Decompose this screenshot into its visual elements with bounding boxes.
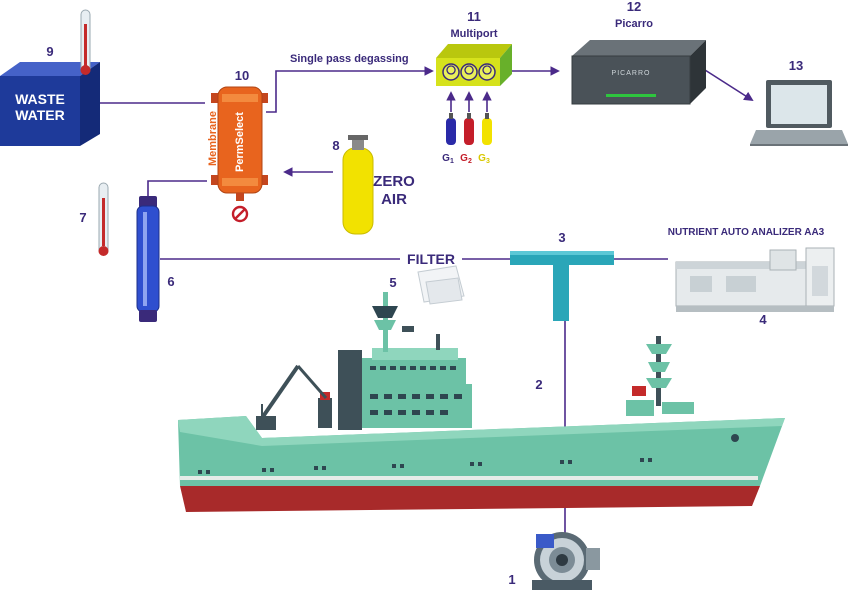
permselect-label: PermSelect bbox=[234, 112, 246, 172]
picarro-label: Picarro bbox=[615, 18, 653, 30]
nutrient-analyzer-label: NUTRIENT AUTO ANALIZER AA3 bbox=[668, 227, 825, 238]
label-number-9: 9 bbox=[46, 44, 53, 59]
gas-g3-label: G3 bbox=[478, 153, 490, 165]
tee-connector bbox=[510, 251, 614, 321]
membrane-contactor: PermSelect bbox=[211, 86, 268, 201]
research-ship bbox=[178, 292, 785, 512]
label-number-8: 8 bbox=[332, 138, 339, 153]
nutrient-analyzer bbox=[675, 247, 835, 312]
label-number-11: 11 bbox=[467, 9, 481, 24]
multiport-label: Multiport bbox=[450, 28, 497, 40]
picarro-brand-label: PICARRO bbox=[612, 70, 651, 77]
pump-icon bbox=[532, 532, 600, 590]
membrane-label: Membrane bbox=[207, 111, 219, 166]
waste-label-line2: WATER bbox=[15, 107, 65, 123]
line-membrane-to-multiport bbox=[266, 66, 434, 113]
line-picarro-to-laptop bbox=[704, 69, 754, 102]
waste-label-line1: WASTE bbox=[15, 91, 65, 107]
single-pass-label: Single pass degassing bbox=[290, 53, 409, 65]
label-number-12: 12 bbox=[627, 0, 641, 14]
label-number-13: 13 bbox=[789, 58, 803, 73]
label-number-4: 4 bbox=[759, 312, 767, 327]
label-number-5: 5 bbox=[389, 275, 396, 290]
gas-g2-label: G2 bbox=[460, 153, 472, 165]
filter-label: FILTER bbox=[407, 251, 455, 267]
waste-water-box: WASTE WATER bbox=[0, 62, 100, 146]
thermometer-top-icon bbox=[80, 9, 91, 75]
zero-air-label-line1: ZERO bbox=[373, 173, 415, 190]
picarro-analyzer: PICARRO bbox=[571, 40, 706, 105]
blocked-icon bbox=[231, 205, 249, 223]
filter-paper-icon bbox=[417, 265, 465, 305]
label-number-3: 3 bbox=[558, 230, 565, 245]
zero-air-label-line2: AIR bbox=[381, 191, 407, 208]
thermometer-side-icon bbox=[98, 182, 109, 256]
label-number-10: 10 bbox=[235, 68, 249, 83]
label-number-1: 1 bbox=[508, 572, 515, 587]
gas-bottle-g1 bbox=[446, 113, 456, 145]
label-number-2: 2 bbox=[535, 377, 542, 392]
gas-bottle-g2 bbox=[464, 113, 474, 145]
gas-g1-label: G1 bbox=[442, 153, 454, 165]
label-number-7: 7 bbox=[79, 210, 86, 225]
laptop-icon bbox=[750, 80, 848, 146]
multiport-valve bbox=[436, 44, 512, 86]
label-number-6: 6 bbox=[167, 274, 174, 289]
gas-bottle-g3 bbox=[482, 113, 492, 145]
zero-air-cylinder bbox=[342, 135, 374, 235]
flow-tube bbox=[136, 196, 160, 322]
